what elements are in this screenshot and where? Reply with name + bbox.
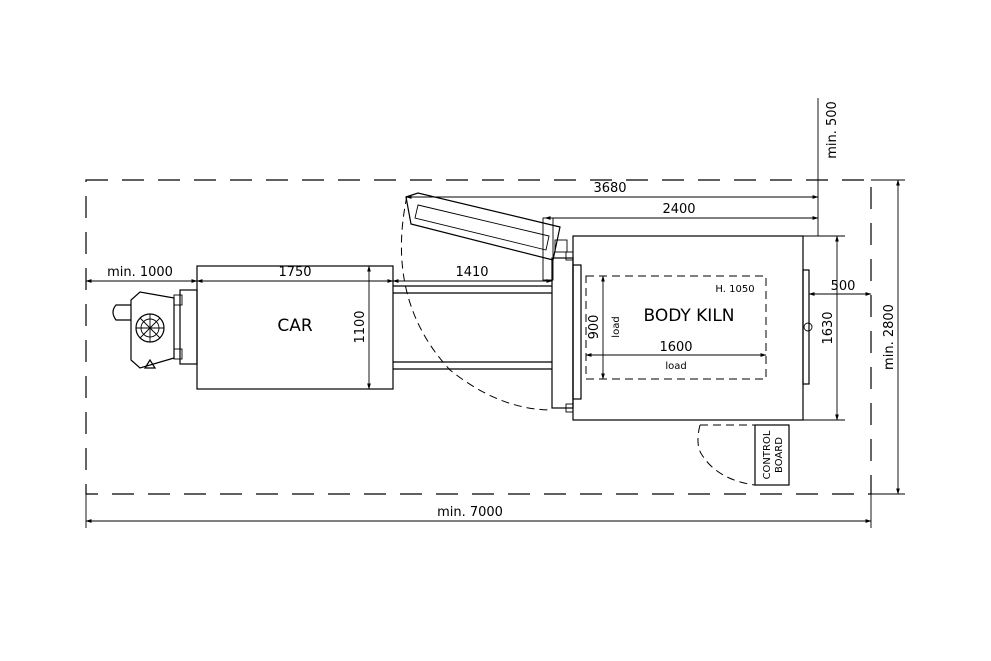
dim-min-1000: min. 1000	[85, 265, 198, 283]
dim-900: 900 load	[587, 275, 622, 380]
svg-text:1630: 1630	[821, 311, 836, 344]
minimum-space-boundary	[85, 179, 872, 495]
svg-text:load: load	[665, 361, 686, 372]
svg-text:1600: 1600	[659, 340, 692, 355]
svg-text:load: load	[611, 316, 622, 337]
height-label: H. 1050	[715, 284, 754, 295]
svg-text:min. 2800: min. 2800	[882, 304, 897, 370]
rails	[393, 285, 552, 370]
svg-text:1410: 1410	[455, 265, 488, 280]
dim-min-500-top: min. 500	[803, 98, 845, 237]
dim-1100: 1100	[353, 265, 371, 390]
kiln-front-frame	[551, 251, 582, 413]
svg-text:900: 900	[587, 315, 602, 340]
svg-text:min. 500: min. 500	[825, 101, 840, 159]
body-kiln-label: BODY KILN	[643, 306, 734, 326]
svg-text:3680: 3680	[593, 181, 626, 196]
dim-3680: 3680	[405, 181, 819, 199]
dim-2400: 2400	[544, 202, 819, 220]
car-label: CAR	[277, 316, 312, 336]
dim-1600: 1600 load	[585, 340, 767, 372]
svg-text:min. 7000: min. 7000	[437, 505, 503, 520]
svg-text:1100: 1100	[353, 310, 368, 343]
control-board-label-1: CONTROL	[762, 430, 773, 479]
dim-1410: 1410	[392, 265, 553, 283]
door-swing	[401, 192, 568, 411]
svg-text:2400: 2400	[662, 202, 695, 217]
dim-min-2800: min. 2800	[871, 179, 905, 495]
svg-text:1750: 1750	[278, 265, 311, 280]
control-board-label-2: BOARD	[774, 437, 785, 473]
control-board: CONTROL BOARD	[697, 424, 790, 486]
svg-text:min. 1000: min. 1000	[107, 265, 173, 280]
load-area	[585, 275, 767, 380]
dim-500-right: 500	[808, 279, 872, 296]
dim-1630: 1630	[803, 235, 845, 421]
dim-min-7000: min. 7000	[85, 494, 872, 528]
body-kiln: H. 1050 BODY KILN	[572, 235, 813, 421]
drive-motor	[112, 289, 198, 369]
svg-text:500: 500	[831, 279, 856, 294]
dim-1750: 1750	[196, 265, 394, 283]
